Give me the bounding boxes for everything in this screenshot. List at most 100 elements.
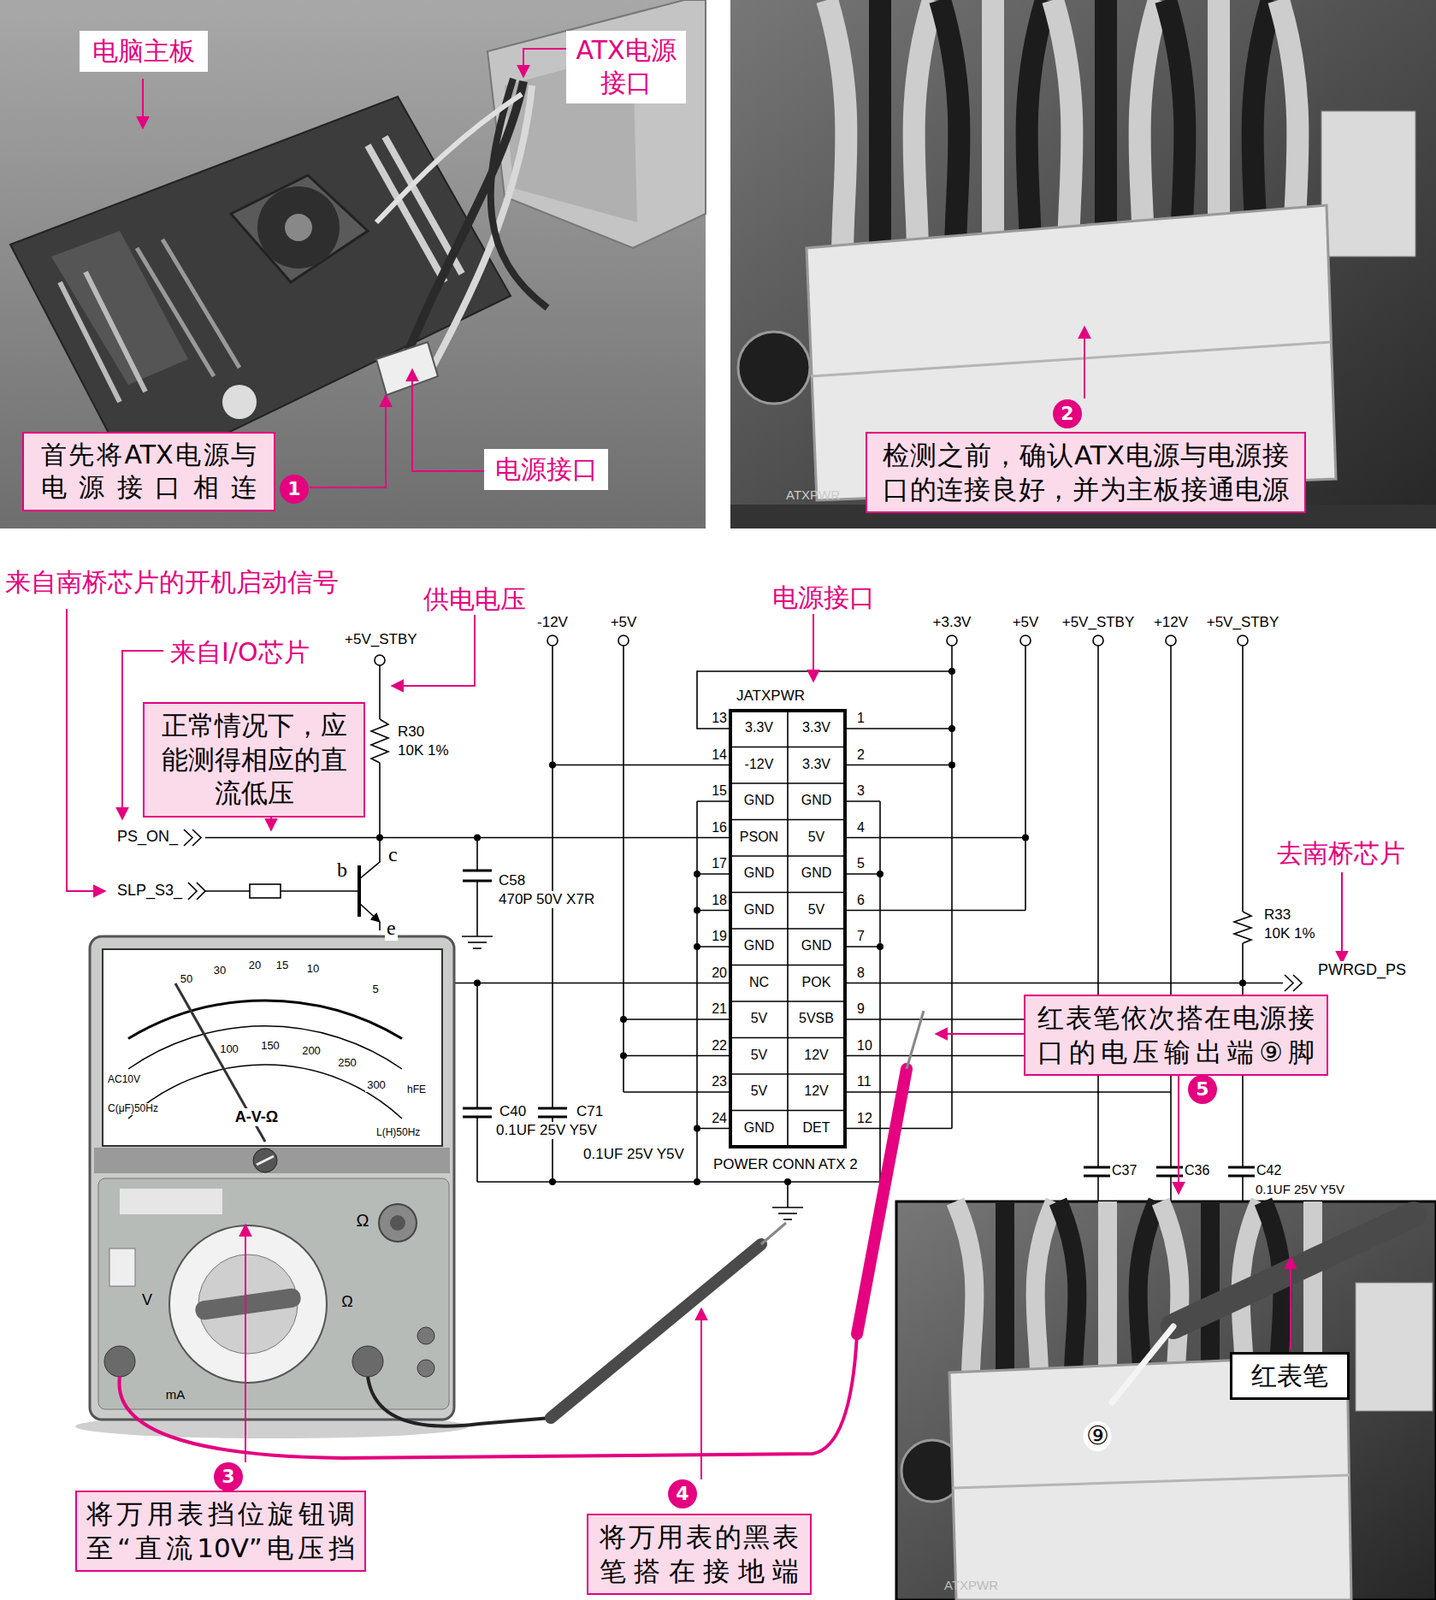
connector-photo-part <box>810 342 1331 377</box>
box-text: 正常情况下，应能测得相应的直流低压 <box>154 709 354 811</box>
junction-dot-part <box>376 834 384 842</box>
schematic-wires-part <box>730 746 846 749</box>
text-label: PWRGD_PS <box>1316 961 1408 980</box>
text-label: GND <box>801 865 833 881</box>
motherboard-photo-part <box>136 248 214 377</box>
probe-photo-part-part <box>955 1201 976 1377</box>
text-label: GND <box>744 902 775 918</box>
connector-photo-part-part <box>1052 0 1073 257</box>
text-label: 5 <box>370 983 380 997</box>
multimeter-part <box>378 1204 417 1242</box>
test-probe-part <box>367 1376 551 1427</box>
motherboard-photo-part <box>376 94 522 223</box>
text-label: 100 <box>218 1043 241 1057</box>
schematic-wires-part <box>730 1000 846 1003</box>
connector-photo-part-part <box>827 0 847 257</box>
text-label: GND <box>744 1120 775 1136</box>
text-label: b <box>335 858 349 883</box>
leader-line-part <box>244 1224 247 1463</box>
multimeter-part <box>98 1178 450 1410</box>
junction-dot-part <box>876 870 884 878</box>
connector-photo-part <box>1321 111 1416 257</box>
text-label: R30 <box>395 723 426 741</box>
schematic-wires-part <box>378 762 381 860</box>
leader-line-part <box>812 614 815 682</box>
test-probe-part <box>761 1223 786 1245</box>
multimeter <box>75 936 469 1439</box>
probe-photo <box>896 1201 1436 1600</box>
text-label: V <box>141 1291 153 1310</box>
junction-dot-part <box>620 1052 627 1060</box>
junction-dot-part <box>948 725 956 733</box>
photo-label: 红表笔 <box>1229 1352 1350 1401</box>
schematic-wires-part <box>454 982 731 985</box>
callout-number: 2 <box>1052 399 1082 429</box>
schematic-wires-part <box>623 1018 731 1021</box>
junction-dot-part <box>693 943 701 951</box>
text-label: GND <box>801 792 833 809</box>
text-label: C36 <box>1182 1163 1212 1179</box>
multimeter-part <box>89 936 455 1420</box>
probe-photo-part <box>1173 1214 1414 1327</box>
text-label: PSON <box>739 829 779 846</box>
junction-dot-part <box>473 834 481 842</box>
text-label: 5V <box>750 1083 769 1100</box>
motherboard-photo-part <box>162 239 240 368</box>
text-label: 4 <box>856 820 865 836</box>
text-label: 12V <box>803 1047 828 1064</box>
schematic-wires-part <box>618 635 629 646</box>
junction-dot-part <box>693 870 701 878</box>
text-label: 200 <box>300 1045 323 1058</box>
schematic-wires-part <box>730 892 846 894</box>
text-label: 21 <box>711 1001 727 1017</box>
junction-dot <box>376 667 1247 1186</box>
schematic-wires-part <box>205 837 731 840</box>
schematic-wires-part <box>188 882 197 900</box>
multimeter-part <box>119 1188 223 1215</box>
schematic-wires-part <box>378 921 381 931</box>
photo-label: 电脑主板 <box>79 30 208 72</box>
motherboard-photo-part <box>401 81 524 368</box>
schematic-wires-part <box>730 782 846 785</box>
text-label: ATXPWR <box>944 1577 999 1593</box>
test-probe-part <box>550 1244 762 1419</box>
schematic-wires-part <box>1293 975 1302 992</box>
schematic-wires-part <box>552 764 731 767</box>
callout-box: 将万用表挡位旋钮调至“直流10V”电压挡3 <box>75 1490 367 1572</box>
schematic-wires-part <box>879 801 881 1182</box>
connector-photo-part <box>738 331 810 404</box>
text-label: 250 <box>336 1057 359 1070</box>
schematic-wires-part <box>772 1206 804 1209</box>
text-label: 15 <box>274 959 290 973</box>
text-label: 19 <box>711 928 727 945</box>
connector-photo-part-part <box>939 0 960 257</box>
text-label: POK <box>802 975 832 991</box>
multimeter-part <box>253 1148 278 1173</box>
probe-photo-part <box>1111 1326 1174 1403</box>
motherboard-photo-part <box>85 271 146 392</box>
text-label: 3.3V <box>802 756 831 773</box>
text-label: 5V <box>808 829 826 846</box>
motherboard-photo-part <box>230 175 368 283</box>
schematic-wires-part <box>697 671 952 729</box>
junction-dot-part <box>1239 980 1247 987</box>
multimeter-part <box>390 1215 406 1231</box>
connector-photo-part-part <box>981 0 1005 257</box>
connector-photo <box>730 0 1436 529</box>
text-label: 来自I/O芯片 <box>168 638 312 668</box>
probe-photo-part <box>952 1475 1350 1489</box>
schematic-wires-part <box>697 945 731 948</box>
test-probe-part <box>906 1010 924 1070</box>
text-label: 24 <box>711 1110 727 1127</box>
text-label: 10K 1% <box>1262 925 1318 943</box>
schematic-wires-part <box>476 880 479 937</box>
junction-dot-part <box>948 762 956 769</box>
text-label: 2 <box>856 747 865 763</box>
schematic-wires-part <box>472 947 482 950</box>
connector-photo-part-part <box>1094 0 1117 257</box>
text-label: ATXPWR <box>785 487 840 503</box>
schematic-wires-part <box>697 910 731 912</box>
text-label: hFE <box>405 1084 428 1097</box>
schematic-wires-part <box>730 964 846 967</box>
text-label: -12V <box>744 756 775 773</box>
